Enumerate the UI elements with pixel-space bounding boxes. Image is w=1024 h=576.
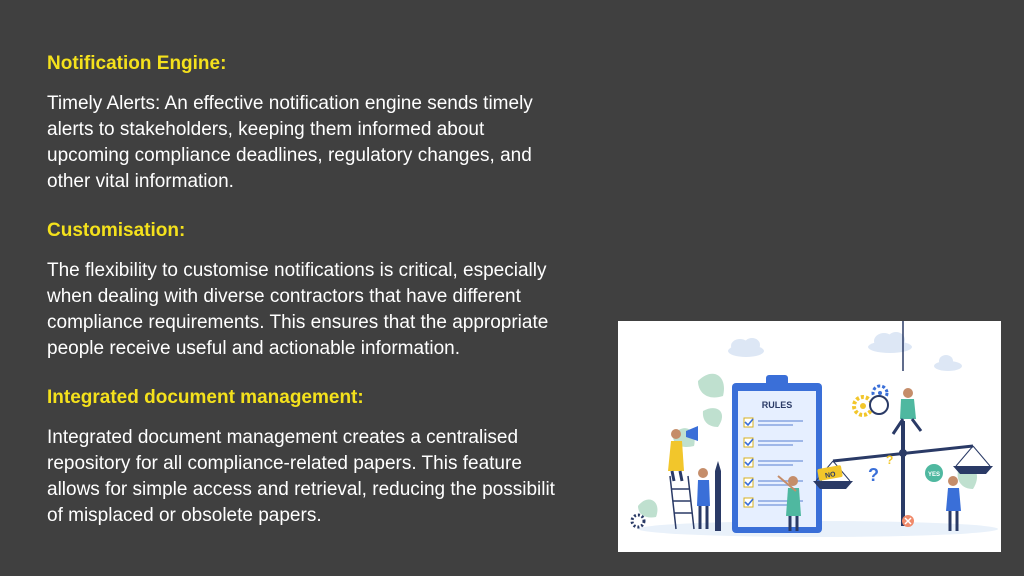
person-standing [697, 468, 710, 529]
scale-no-label: NO [825, 471, 837, 480]
pen-icon [715, 461, 721, 531]
megaphone-icon [686, 426, 698, 441]
text-line: The flexibility to customise notificatio… [47, 260, 547, 281]
person-pointing [777, 475, 801, 531]
paragraph-integrated-document-management: Integrated document management creates a… [47, 425, 647, 529]
question-mark-icon: ? [868, 465, 879, 485]
board-title: RULES [762, 400, 793, 410]
text-line: Timely Alerts: An effective notification… [47, 93, 533, 114]
question-mark-icon: ? [886, 453, 893, 467]
person-with-megaphone [668, 426, 698, 530]
scale-icon: NO YES [813, 321, 993, 526]
text-line: compliance requirements. This ensures th… [47, 312, 549, 333]
text-line: upcoming compliance deadlines, regulator… [47, 145, 532, 166]
gear-icon [630, 513, 646, 529]
text-line: Integrated document management creates a… [47, 427, 519, 448]
rules-illustration: RULES [618, 321, 1001, 552]
heading-notification-engine: Notification Engine: [47, 53, 227, 74]
text-line: other vital information. [47, 171, 234, 192]
paragraph-customisation: The flexibility to customise notificatio… [47, 258, 647, 362]
scale-yes-label: YES [928, 472, 940, 478]
text-line: when dealing with diverse contractors th… [47, 286, 521, 307]
illustration-svg: RULES [630, 321, 998, 537]
checkbox-icon [743, 417, 803, 428]
heading-integrated-document-management: Integrated document management: [47, 387, 364, 408]
checkbox-icon [743, 477, 803, 488]
checklist [743, 417, 803, 508]
text-line: people receive useful and actionable inf… [47, 338, 460, 359]
heading-customisation: Customisation: [47, 220, 186, 241]
person-with-magnifier [869, 388, 923, 435]
checkbox-icon [743, 437, 803, 448]
cloud-icon [728, 332, 962, 371]
text-line: repository for all compliance-related pa… [47, 453, 522, 474]
checkbox-icon [743, 457, 803, 468]
paragraph-notification-engine: Timely Alerts: An effective notification… [47, 91, 647, 195]
text-line: of misplaced or obsolete papers. [47, 505, 322, 526]
text-line: allows for simple access and retrieval, … [47, 479, 555, 500]
person-standing [946, 476, 961, 531]
close-icon [902, 515, 914, 527]
text-line: alerts to stakeholders, keeping them inf… [47, 119, 485, 140]
checkbox-icon [743, 497, 803, 508]
